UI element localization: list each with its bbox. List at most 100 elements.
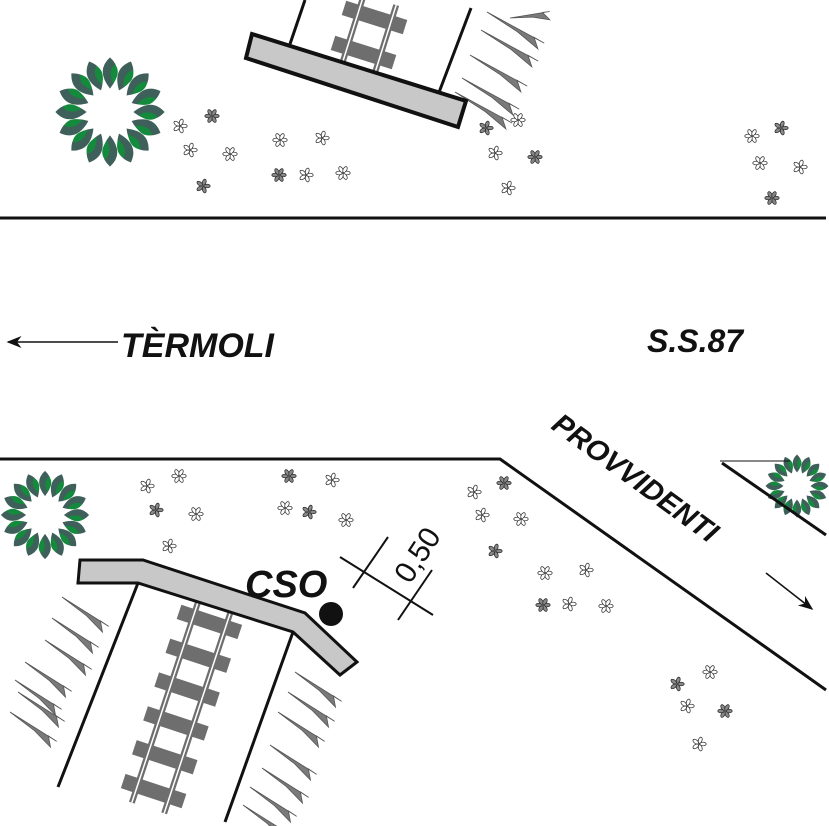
flower-petal <box>315 132 322 139</box>
flower-icon <box>222 147 238 161</box>
label-provvidenti: PROVVIDENTI <box>546 408 725 550</box>
flower-petal <box>484 120 490 128</box>
flower-icon <box>793 159 808 175</box>
flower-petal <box>479 127 486 134</box>
flower-icon <box>501 180 516 196</box>
grass-tuft-icon <box>277 711 325 749</box>
bush-leaf <box>58 528 77 547</box>
flower-petal <box>486 125 494 131</box>
bush-leaf <box>11 496 25 504</box>
railway-cut-edge <box>56 582 140 788</box>
bush-leaf <box>64 119 83 128</box>
flower-petal <box>538 598 544 605</box>
flower-petal <box>196 180 203 187</box>
track-rail <box>163 610 232 814</box>
flower-petal <box>798 159 804 167</box>
flower-petal <box>225 147 231 154</box>
flower-petal <box>174 469 180 476</box>
flower-petal <box>506 188 512 196</box>
flower-petal <box>506 180 512 188</box>
flower-icon <box>325 472 340 488</box>
bush-leaf <box>32 477 40 493</box>
flower-petal <box>467 486 474 493</box>
bush-leaf <box>59 88 89 105</box>
flower-petal <box>540 566 546 573</box>
flower-petal <box>173 120 180 127</box>
flower-petal <box>167 546 173 554</box>
flower-petal <box>677 681 685 687</box>
flower-petal <box>315 137 322 144</box>
grass-tuft-icon <box>242 804 278 826</box>
flower-petal <box>747 129 753 136</box>
flower-petal <box>605 599 611 606</box>
overpass-bridge-north <box>243 31 469 130</box>
flower-petal <box>793 161 800 168</box>
flower-petal <box>569 601 577 607</box>
flower-petal <box>709 672 715 679</box>
bush-leaf <box>86 137 97 155</box>
track-sleeper <box>132 740 198 775</box>
flower-petal <box>475 509 482 516</box>
bush-leaf <box>13 483 32 502</box>
flower-petal <box>306 172 314 178</box>
bush-leaf <box>131 119 161 136</box>
flower-petal <box>145 478 151 486</box>
bush-leaf <box>123 69 134 87</box>
flower-petal <box>685 698 691 706</box>
flower-petal <box>774 127 781 134</box>
flower-petal <box>499 476 505 483</box>
flower-petal <box>493 153 499 161</box>
flower-petal <box>154 502 160 510</box>
flower-petal <box>724 711 730 718</box>
flower-petal <box>201 178 207 186</box>
bush-leaf <box>769 481 781 486</box>
arrow-east-icon <box>765 572 814 610</box>
bush-icon <box>0 470 90 560</box>
flower-petal <box>692 738 699 745</box>
bush-leaf <box>801 501 806 513</box>
flower-petal <box>325 474 332 481</box>
flower-icon <box>764 191 780 205</box>
bush-leaf <box>26 535 34 549</box>
flower-petal <box>467 491 474 498</box>
flower-petal <box>147 483 155 489</box>
dimension-tick <box>397 569 433 621</box>
flower-petal <box>484 128 490 136</box>
flower-icon <box>140 478 155 494</box>
bush-leaf <box>807 498 815 508</box>
flower-petal <box>495 150 503 156</box>
flower-petal <box>705 665 711 672</box>
flower-petal <box>280 501 286 508</box>
flower-petal <box>544 566 550 573</box>
flower-petal <box>188 150 194 158</box>
bush-leaf <box>774 495 788 509</box>
dimension-tick <box>352 536 389 589</box>
railway-cut-edge <box>436 7 473 96</box>
bush-leaf <box>4 496 28 510</box>
bush-leaf <box>117 61 134 91</box>
flower-petal <box>140 480 147 487</box>
flower-icon <box>338 513 354 527</box>
flower-petal <box>304 175 310 183</box>
bush-leaf <box>26 532 40 556</box>
bush-leaf <box>13 528 32 547</box>
grass-tuft-icon <box>44 639 92 677</box>
bush-leaf <box>7 520 23 528</box>
bush-leaf <box>67 502 83 510</box>
grass-tuft-icon <box>486 11 545 51</box>
flower-petal <box>771 191 777 198</box>
flower-petal <box>342 173 348 180</box>
flower-petal <box>201 186 207 194</box>
flower-petal <box>542 598 548 605</box>
bush-leaf <box>127 134 141 150</box>
flower-petal <box>697 744 703 752</box>
flower-petal <box>501 182 508 189</box>
flower-icon <box>281 469 297 483</box>
flower-petal <box>156 507 164 513</box>
overpass-bridge-south <box>76 558 360 677</box>
flower-petal <box>517 113 523 120</box>
grass-tuft-icon <box>261 767 309 805</box>
flower-petal <box>302 506 309 513</box>
bush-leaf <box>67 88 85 99</box>
track-rail <box>131 599 200 803</box>
